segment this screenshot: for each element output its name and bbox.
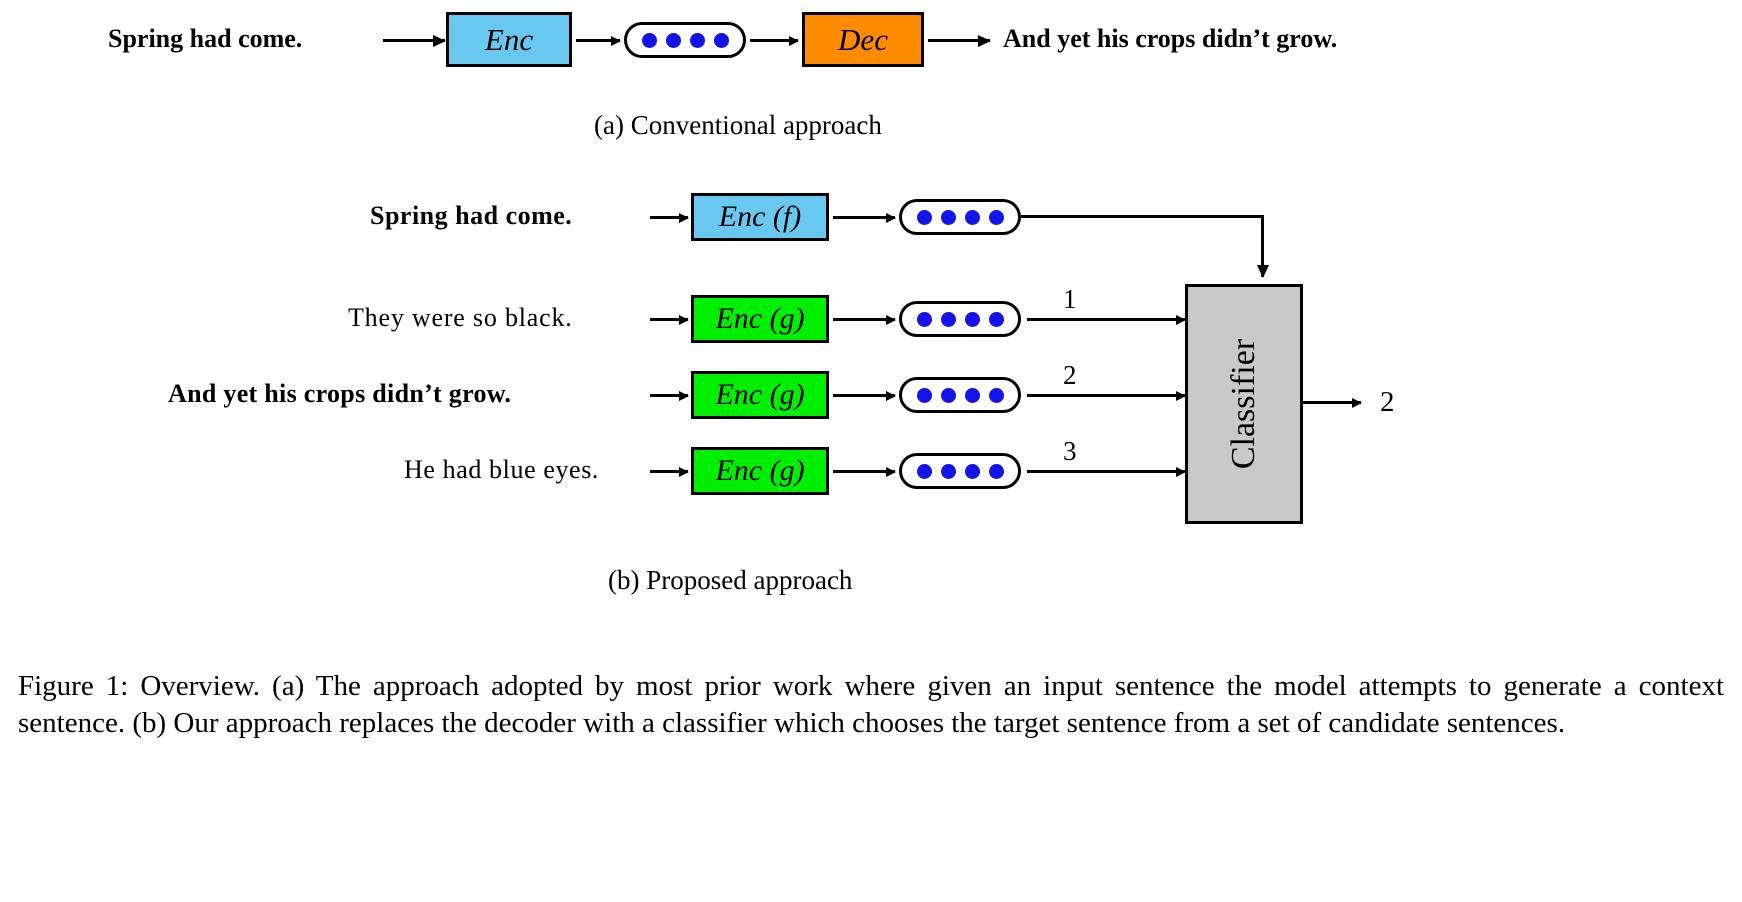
- candidate-sentence-2: And yet his crops didn’t grow.: [168, 379, 512, 408]
- arrow-classifier-output: [1303, 401, 1361, 404]
- arrow-candidate-2-to-encoder: [650, 394, 688, 397]
- encoder-g-box-2: Enc (g): [691, 371, 829, 419]
- latent-vector-candidate-3: [899, 453, 1021, 489]
- latent-dot: [641, 32, 657, 48]
- arrow-input-to-encoder: [383, 39, 445, 42]
- arrow-candidate-1-to-classifier: [1027, 318, 1185, 321]
- arrow-latent-to-decoder: [750, 39, 798, 42]
- arrow-encoder-g-2-to-latent: [833, 394, 895, 397]
- latent-vector-candidate-2: [899, 377, 1021, 413]
- latent-dot: [665, 32, 681, 48]
- arrow-query-to-classifier-v: [1261, 215, 1264, 277]
- latent-dot: [713, 32, 729, 48]
- arrow-candidate-2-to-classifier: [1027, 394, 1185, 397]
- latent-dot: [940, 387, 956, 403]
- latent-dot: [916, 387, 932, 403]
- latent-dot: [964, 311, 980, 327]
- rank-label-1: 1: [1063, 284, 1077, 314]
- figure-caption: Figure 1: Overview. (a) The approach ado…: [18, 670, 1724, 740]
- latent-dot: [988, 387, 1004, 403]
- arrow-candidate-3-to-encoder: [650, 470, 688, 473]
- latent-dot: [988, 463, 1004, 479]
- encoder-g-box-1: Enc (g): [691, 295, 829, 343]
- latent-dot: [988, 209, 1004, 225]
- latent-dot: [689, 32, 705, 48]
- latent-dot: [940, 463, 956, 479]
- subcaption-a: (a) Conventional approach: [594, 110, 882, 140]
- candidate-sentence-1: They were so black.: [348, 303, 573, 332]
- panel-a-input-sentence: Spring had come.: [108, 24, 303, 53]
- encoder-box-a: Enc: [446, 12, 572, 67]
- encoder-f-box: Enc (f): [691, 193, 829, 241]
- latent-vector-candidate-1: [899, 301, 1021, 337]
- line-query-to-classifier-h: [1021, 215, 1264, 218]
- latent-dot: [964, 209, 980, 225]
- latent-dot: [916, 463, 932, 479]
- arrow-query-to-encoder-f: [650, 216, 688, 219]
- encoder-g-box-3: Enc (g): [691, 447, 829, 495]
- latent-dot: [940, 209, 956, 225]
- panel-b-query-sentence: Spring had come.: [370, 201, 573, 230]
- arrow-encoder-g-1-to-latent: [833, 318, 895, 321]
- latent-dot: [964, 387, 980, 403]
- latent-dot: [916, 311, 932, 327]
- decoder-box: Dec: [802, 12, 924, 67]
- candidate-sentence-3: He had blue eyes.: [404, 455, 600, 484]
- classifier-output-value: 2: [1380, 386, 1395, 418]
- rank-label-3: 3: [1063, 436, 1077, 466]
- classifier-label: Classifier: [1225, 338, 1262, 470]
- latent-dot: [916, 209, 932, 225]
- rank-label-2: 2: [1063, 360, 1077, 390]
- latent-dot: [988, 311, 1004, 327]
- panel-a-output-sentence: And yet his crops didn’t grow.: [1003, 24, 1338, 53]
- arrow-candidate-1-to-encoder: [650, 318, 688, 321]
- arrow-encoder-g-3-to-latent: [833, 470, 895, 473]
- arrow-encoder-f-to-latent: [833, 216, 895, 219]
- arrow-candidate-3-to-classifier: [1027, 470, 1185, 473]
- latent-vector-a: [624, 22, 746, 58]
- latent-dot: [964, 463, 980, 479]
- subcaption-b: (b) Proposed approach: [608, 565, 853, 595]
- latent-vector-query: [899, 199, 1021, 235]
- classifier-box: Classifier: [1185, 284, 1303, 524]
- latent-dot: [940, 311, 956, 327]
- arrow-decoder-to-output: [928, 39, 990, 42]
- arrow-encoder-to-latent: [576, 39, 620, 42]
